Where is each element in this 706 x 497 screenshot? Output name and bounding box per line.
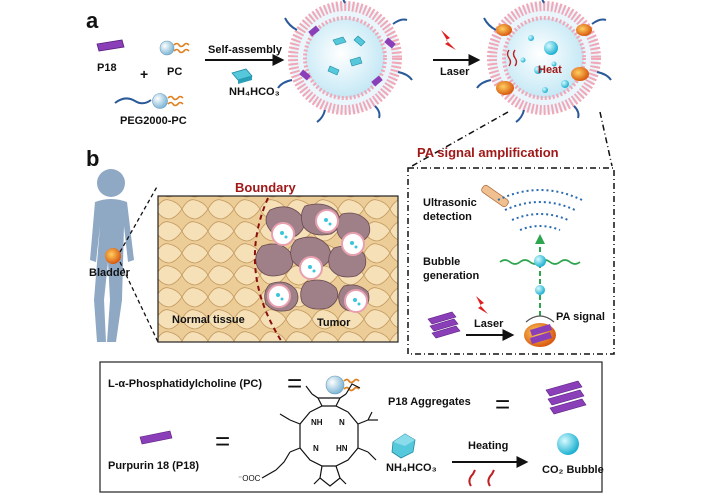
bubble-generation-label: Bubble generation (423, 255, 479, 283)
zoom-line-right (599, 111, 613, 167)
purpurin-structure-icon (261, 383, 378, 487)
laser-inset-label: Laser (474, 318, 504, 330)
heated-aggregate-icon (524, 323, 556, 347)
p18-aggregates-inset-icon (427, 311, 461, 339)
legend-nh4hco3-icon (391, 433, 416, 459)
bubble-line2: generation (423, 270, 480, 282)
ultrasonic-line2: detection (423, 211, 472, 223)
nh4hco3-label: NH₄HCO₃ (229, 86, 280, 98)
legend-purpurin-text: Purpurin 18 (P18) (108, 460, 200, 472)
bladder-label: Bladder (89, 267, 130, 279)
legend-box (99, 361, 603, 493)
p18-molecule-icon (96, 39, 125, 52)
legend-pc-icon (325, 375, 360, 395)
legend-eq-p18: = (215, 426, 231, 456)
struct-hn-label: HN (336, 444, 348, 453)
panel-a-letter: a (86, 8, 99, 33)
legend-co2-bubble-icon (557, 433, 579, 455)
struct-ooc-label: ⁻OOC (238, 474, 261, 483)
ultrasonic-label: Ultrasonic detection (423, 196, 477, 224)
struct-n-top-label: N (339, 418, 345, 427)
liposome-after-laser (476, 0, 612, 123)
pa-signal-label: PA signal (556, 311, 605, 323)
pa-inset-box (407, 167, 615, 355)
bubble-small-icon (535, 285, 545, 295)
legend-nh4hco3-text: NH₄HCO₃ (386, 462, 437, 474)
bladder-marker-icon (105, 248, 121, 264)
ultrasound-waves-icon (497, 189, 583, 231)
human-body-icon (90, 169, 134, 342)
liposome-before-laser (277, 0, 413, 123)
ultrasonic-line1: Ultrasonic (423, 197, 477, 209)
signal-arc-icon (525, 315, 555, 323)
tumor-label: Tumor (317, 317, 351, 329)
p18-label: P18 (97, 62, 117, 74)
nh4hco3-crystal-icon (231, 68, 253, 84)
laser-label: Laser (440, 66, 470, 78)
bladder-zoom-top (119, 184, 159, 253)
bladder-zoom-bottom (119, 261, 159, 343)
pc-lipid-icon (159, 40, 190, 56)
tissue-section (157, 195, 399, 343)
pc-label: PC (167, 66, 183, 78)
peg-pc-label: PEG2000-PC (120, 115, 187, 127)
struct-nh-label: NH (311, 418, 323, 427)
struct-n-bottom-label: N (313, 444, 319, 453)
heat-label: Heat (538, 64, 562, 76)
legend-eq-pc: = (287, 368, 303, 398)
heat-arrows-icon (468, 469, 495, 487)
boundary-label: Boundary (235, 180, 296, 195)
self-assembly-label: Self-assembly (208, 44, 282, 56)
peg-pc-lipid-icon (114, 93, 184, 109)
legend-co2-text: CO₂ Bubble (542, 464, 604, 476)
plus-sign: + (140, 66, 149, 82)
ultrasound-probe-icon (481, 184, 509, 208)
laser-bolt-icon (441, 30, 456, 50)
zoom-line-left (411, 111, 509, 167)
bubble-icon (534, 255, 546, 267)
laser-bolt-inset-icon (476, 296, 488, 314)
panel-b-letter: b (86, 146, 100, 171)
pa-amplification-title: PA signal amplification (417, 145, 559, 160)
legend-pc-text: L-α-Phosphatidylcholine (PC) (108, 378, 263, 390)
legend-aggregates-icon (545, 380, 587, 415)
legend-eq-aggregates: = (495, 389, 511, 419)
bubble-line1: Bubble (423, 256, 461, 268)
normal-tissue-label: Normal tissue (172, 314, 245, 326)
legend-aggregates-text: P18 Aggregates (388, 396, 471, 408)
legend-heating-text: Heating (468, 440, 509, 452)
legend-p18-icon (139, 430, 173, 445)
